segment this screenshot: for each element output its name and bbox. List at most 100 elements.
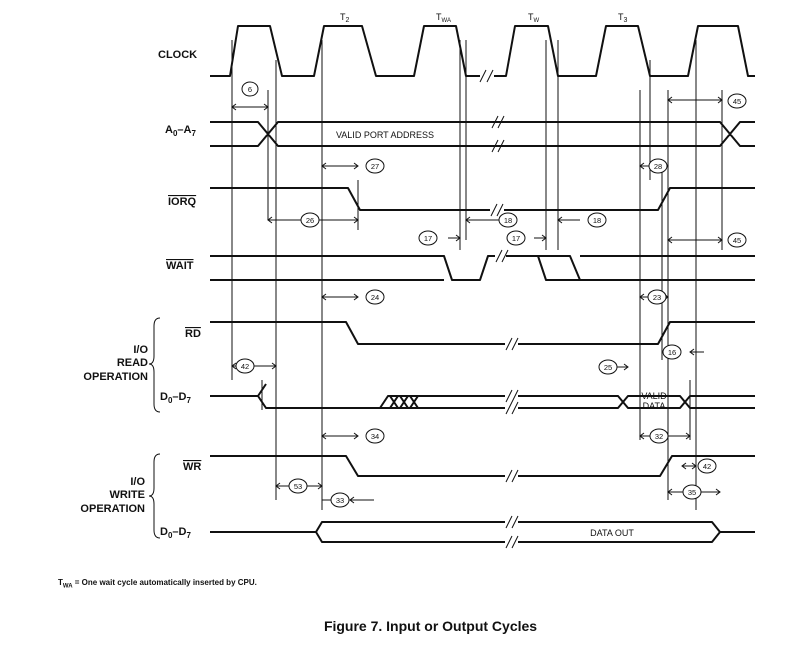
- iorq-break: [490, 203, 504, 217]
- footnote-text: = One wait cycle automatically inserted …: [72, 578, 257, 587]
- iorq-waveform: [210, 187, 755, 211]
- state-t2: T2: [340, 12, 350, 24]
- arrow-27: [321, 162, 359, 170]
- svg-text:17: 17: [512, 234, 520, 243]
- arrow-16: [689, 348, 704, 356]
- wr-waveform: [210, 455, 755, 477]
- valid-port-address: VALID PORT ADDRESS: [336, 130, 434, 140]
- callout-34: 34: [365, 428, 385, 444]
- callout-42a: 42: [235, 358, 255, 374]
- svg-text:23: 23: [653, 293, 661, 302]
- callout-45a: 45: [727, 93, 747, 109]
- arrow-45a: [667, 96, 723, 104]
- read-group-line2: READ: [117, 357, 148, 369]
- svg-text:45: 45: [733, 236, 741, 245]
- svg-text:42: 42: [703, 462, 711, 471]
- wait-break: [495, 249, 509, 263]
- callout-6: 6: [241, 81, 259, 97]
- callout-42b: 42: [697, 458, 717, 474]
- data-read-label: D0–D7: [160, 391, 191, 405]
- address-label: A0–A7: [165, 124, 196, 138]
- rd-label: RD: [185, 328, 201, 340]
- callout-24: 24: [365, 289, 385, 305]
- address-bus: [210, 121, 755, 147]
- clock-label: CLOCK: [158, 49, 197, 61]
- wr-break: [505, 469, 519, 483]
- svg-text:45: 45: [733, 97, 741, 106]
- svg-text:28: 28: [654, 162, 662, 171]
- callout-17b: 17: [506, 230, 526, 246]
- callout-32: 32: [649, 428, 669, 444]
- callout-53: 53: [288, 478, 308, 494]
- arrow-24: [321, 293, 359, 301]
- arrow-45b: [667, 236, 723, 244]
- address-break: [491, 115, 505, 153]
- rd-waveform: [210, 321, 755, 345]
- svg-text:17: 17: [424, 234, 432, 243]
- reference-lines: [231, 40, 723, 510]
- state-t3: T3: [618, 12, 628, 24]
- footnote-term: T: [58, 578, 63, 587]
- svg-text:27: 27: [371, 162, 379, 171]
- callout-26: 26: [300, 212, 320, 228]
- clock-break: [479, 69, 494, 83]
- write-group-brace: [148, 453, 161, 539]
- data-write-bus: [210, 521, 755, 543]
- footnote-term-sub: WA: [62, 583, 73, 590]
- figure-caption: Figure 7. Input or Output Cycles: [0, 618, 789, 634]
- callout-35: 35: [682, 484, 702, 500]
- footnote: TWA = One wait cycle automatically inser…: [58, 578, 257, 590]
- svg-text:26: 26: [306, 216, 314, 225]
- arrow-17a: [448, 234, 461, 242]
- valid-data-line1: VALID: [641, 391, 667, 401]
- iorq-label: IORQ: [168, 196, 197, 208]
- svg-text:32: 32: [655, 432, 663, 441]
- callout-23: 23: [647, 289, 667, 305]
- callout-28: 28: [648, 158, 668, 174]
- data-out-label: DATA OUT: [590, 528, 634, 538]
- data-read-bus: [210, 383, 755, 409]
- arrow-18b: [557, 216, 580, 224]
- clock-waveform: [210, 25, 755, 77]
- svg-text:33: 33: [336, 496, 344, 505]
- svg-text:34: 34: [371, 432, 379, 441]
- svg-text:25: 25: [604, 363, 612, 372]
- timing-arrows: [231, 96, 723, 504]
- svg-text:24: 24: [371, 293, 379, 302]
- arrow-42b: [681, 462, 697, 470]
- state-twa: TWA: [436, 12, 451, 24]
- svg-text:35: 35: [688, 488, 696, 497]
- arrow-17b: [534, 234, 547, 242]
- read-group-line3: OPERATION: [83, 371, 148, 383]
- svg-text:42: 42: [241, 362, 249, 371]
- write-group-line2: WRITE: [110, 489, 145, 501]
- arrow-18a: [465, 216, 500, 224]
- callout-18a: 18: [498, 212, 518, 228]
- figure-caption-text: Figure 7. Input or Output Cycles: [323, 618, 538, 634]
- data-read-transition: [389, 395, 419, 409]
- state-tw: TW: [528, 12, 540, 24]
- svg-text:16: 16: [668, 348, 676, 357]
- wait-waveform: [210, 255, 755, 281]
- read-group-brace: [148, 317, 161, 413]
- svg-text:6: 6: [248, 85, 252, 94]
- valid-data-line2: DATA: [643, 401, 666, 411]
- arrow-6: [231, 103, 269, 111]
- write-group-line1: I/O: [130, 476, 145, 488]
- callout-27: 27: [365, 158, 385, 174]
- rd-break: [505, 337, 519, 351]
- callout-16: 16: [662, 344, 682, 360]
- data-write-label: D0–D7: [160, 526, 191, 540]
- callout-17a: 17: [418, 230, 438, 246]
- callouts: 6 45 27 28 26 18 18 17 17 45 24 23 16 42…: [235, 81, 747, 508]
- arrow-34: [321, 432, 359, 440]
- write-group-line3: OPERATION: [80, 503, 145, 515]
- callout-45b: 45: [727, 232, 747, 248]
- wait-label: WAIT: [166, 260, 194, 272]
- data-write-break: [505, 515, 519, 549]
- callout-33: 33: [330, 492, 350, 508]
- svg-text:53: 53: [294, 482, 302, 491]
- svg-text:18: 18: [504, 216, 512, 225]
- data-read-break: [505, 389, 519, 415]
